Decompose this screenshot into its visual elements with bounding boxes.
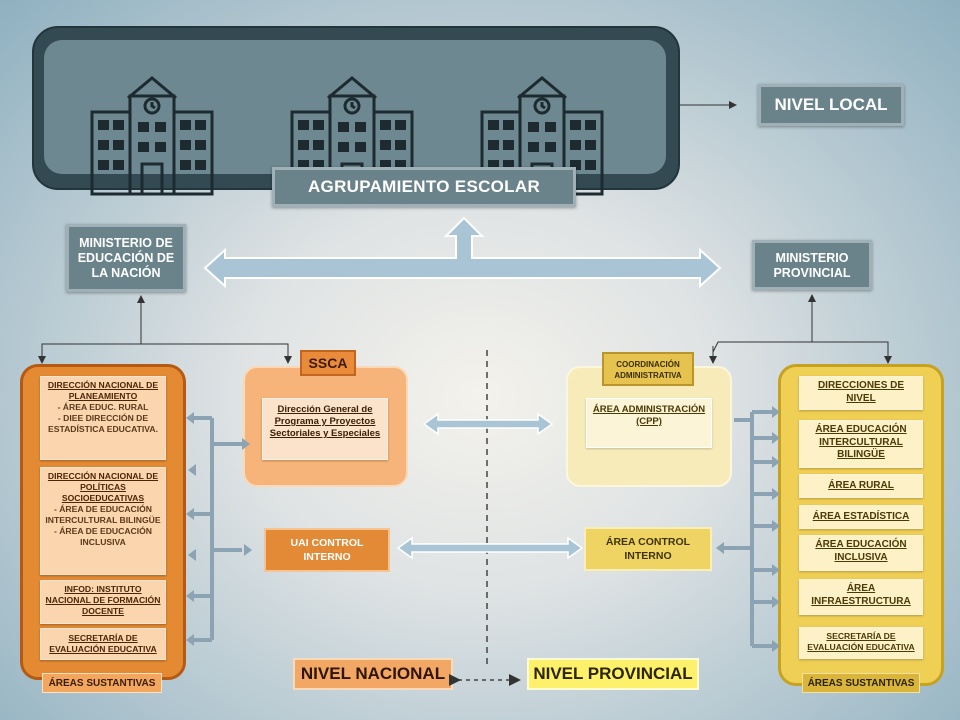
- area-infraestructura-card: ÁREA INFRAESTRUCTURA: [799, 579, 923, 615]
- area-estadistica-card: ÁREA ESTADÍSTICA: [799, 505, 923, 529]
- card-item: - ÁREA EDUC. RURAL: [57, 402, 149, 412]
- nivel-local-label: NIVEL LOCAL: [758, 84, 904, 126]
- agrupamiento-inner-panel: [44, 40, 666, 196]
- area-rural-card: ÁREA RURAL: [799, 474, 923, 498]
- coordinacion-administrativa-label: COORDINACIÓN ADMINISTRATIVA: [602, 352, 694, 386]
- card-heading: DIRECCIÓN NACIONAL DE PLANEAMIENTO: [47, 380, 159, 401]
- nivel-provincial-label: NIVEL PROVINCIAL: [527, 658, 699, 690]
- dn-planeamiento-card: DIRECCIÓN NACIONAL DE PLANEAMIENTO - ÁRE…: [40, 376, 166, 460]
- area-administracion-card: ÁREA ADMINISTRACIÓN (CPP): [586, 398, 712, 448]
- uai-control-interno-box: UAI CONTROL INTERNO: [264, 528, 390, 572]
- secretaria-evaluacion-card: SECRETARÍA DE EVALUACIÓN EDUCATIVA: [799, 627, 923, 659]
- areas-sustantivas-label: ÁREAS SUSTANTIVAS: [802, 673, 920, 693]
- nivel-nacional-label: NIVEL NACIONAL: [293, 658, 453, 690]
- ssca-label: SSCA: [300, 350, 356, 376]
- card-item: - ÁREA DE EDUCACIÓN INTERCULTURAL BILING…: [45, 504, 161, 525]
- central-flow-arrow: [203, 216, 722, 289]
- area-intercultural-card: ÁREA EDUCACIÓN INTERCULTURAL BILINGÜE: [799, 420, 923, 468]
- area-control-interno-box: ÁREA CONTROL INTERNO: [584, 527, 712, 571]
- card-item: - ÁREA DE EDUCACIÓN INCLUSIVA: [53, 526, 153, 547]
- card-heading: INFOD: INSTITUTO NACIONAL DE FORMACIÓN D…: [45, 584, 161, 616]
- direccion-general-programas-card: Dirección General de Programa y Proyecto…: [262, 398, 388, 460]
- secretaria-evaluacion-card: SECRETARÍA DE EVALUACIÓN EDUCATIVA: [40, 628, 166, 660]
- card-item: - DIEE DIRECCIÓN DE ESTADÍSTICA EDUCATIV…: [48, 413, 158, 434]
- agrupamiento-escolar-label: AGRUPAMIENTO ESCOLAR: [272, 167, 576, 207]
- school-building-icon: [90, 76, 214, 196]
- direcciones-nivel-card: DIRECCIONES DE NIVEL: [799, 376, 923, 410]
- areas-sustantivas-label: ÁREAS SUSTANTIVAS: [42, 673, 162, 693]
- card-heading: DIRECCIÓN NACIONAL DE POLÍTICAS SOCIOEDU…: [47, 471, 159, 503]
- ministerio-provincial-box: MINISTERIO PROVINCIAL: [752, 240, 872, 290]
- dn-politicas-socioeducativas-card: DIRECCIÓN NACIONAL DE POLÍTICAS SOCIOEDU…: [40, 467, 166, 575]
- infod-card: INFOD: INSTITUTO NACIONAL DE FORMACIÓN D…: [40, 580, 166, 624]
- area-inclusiva-card: ÁREA EDUCACIÓN INCLUSIVA: [799, 535, 923, 571]
- ministerio-nacion-box: MINISTERIO DE EDUCACIÓN DE LA NACIÓN: [66, 224, 186, 292]
- card-heading: SECRETARÍA DE EVALUACIÓN EDUCATIVA: [49, 633, 157, 654]
